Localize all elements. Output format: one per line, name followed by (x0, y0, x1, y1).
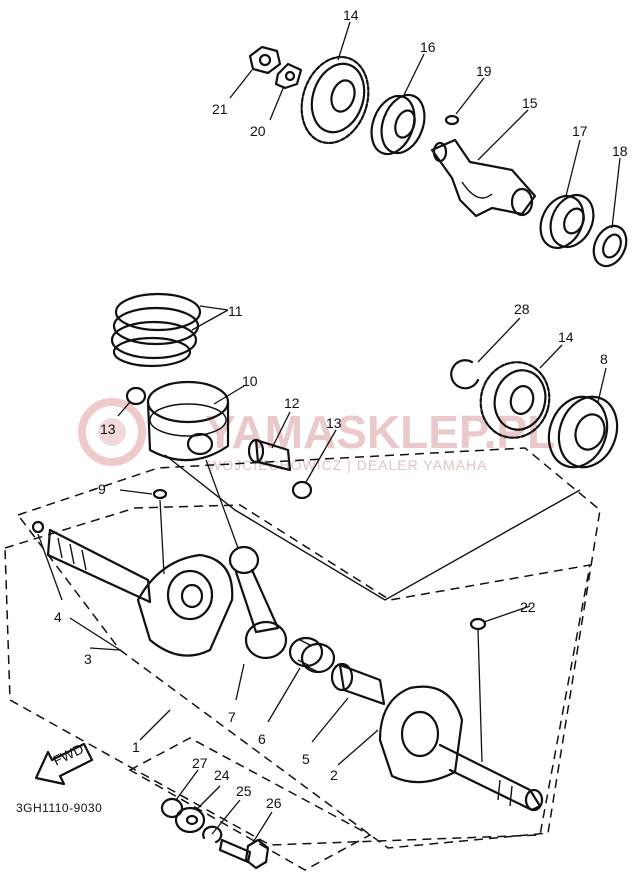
lock-washer-21 (274, 62, 303, 90)
crank-assembly-outline (16, 447, 601, 849)
washer-27 (160, 797, 184, 819)
part-label-9: 9 (98, 481, 106, 497)
part-label-22: 21 (212, 101, 228, 117)
spring-washer-25 (202, 825, 223, 844)
part-label-13-left: 13 (100, 421, 116, 437)
key-23 (469, 617, 487, 631)
part-label-28: 28 (514, 301, 530, 317)
key-9 (152, 488, 168, 500)
bearing-8 (547, 395, 619, 469)
part-label-23: 22 (520, 599, 536, 615)
part-label-16: 15 (522, 95, 538, 111)
part-label-4: 4 (54, 609, 62, 625)
fwd-arrow-icon: FWD (34, 740, 94, 786)
crankshaft-right-2 (378, 685, 544, 812)
balancer-group-outline (164, 454, 581, 601)
oil-seal-19 (592, 224, 628, 268)
watermark-logo (78, 398, 146, 466)
part-label-1: 1 (132, 739, 140, 755)
fwd-label: FWD (50, 740, 86, 768)
part-label-27: 27 (192, 755, 208, 771)
gear-15 (300, 55, 370, 145)
leader-lines (37, 21, 621, 845)
bolt-26 (218, 838, 270, 870)
nut-22 (248, 45, 282, 75)
part-label-25: 25 (236, 783, 252, 799)
crankshaft-left-3 (46, 528, 234, 657)
part-label-10: 10 (242, 373, 258, 389)
needle-bearing-6 (288, 636, 336, 674)
part-label-5: 5 (302, 751, 310, 767)
circlip-28 (450, 359, 480, 390)
part-label-14-visible: 14 (558, 329, 574, 345)
watermark-dealer: WOJCIECHOWICZ | DEALER YAMAHA (208, 457, 487, 473)
crankshaft-group-outline (4, 504, 591, 846)
washer-24 (174, 806, 206, 834)
bearing-18 (539, 194, 595, 249)
crank-pin-5 (330, 662, 386, 706)
drawing-code: 3GH1110-9030 (16, 801, 102, 815)
part-label-12: 12 (284, 395, 300, 411)
bolt-group-outline (128, 737, 372, 871)
piston-clip-13-right (291, 480, 313, 500)
part-label-17: 16 (420, 39, 436, 55)
piston-clip-13-left (125, 386, 147, 406)
part-label-21: 20 (250, 123, 266, 139)
piston-pin-12 (247, 438, 292, 472)
part-label-20: 19 (476, 63, 492, 79)
key-20 (444, 114, 460, 126)
part-label-26: 26 (266, 795, 282, 811)
part-label-18: 17 (572, 123, 588, 139)
part-label-6: 6 (258, 731, 266, 747)
part-label-3: 3 (84, 651, 92, 667)
part-label-8: 8 (600, 351, 608, 367)
part-labels: 14 16 19 15 17 18 21 20 11 10 13 12 13 2… (54, 7, 628, 811)
part-label-15: 14 (343, 7, 359, 23)
part-label-13-right: 13 (326, 415, 342, 431)
part-label-11: 11 (228, 303, 243, 319)
plug-4 (31, 520, 45, 534)
piston-rings-11 (110, 292, 202, 368)
part-label-24: 24 (214, 767, 230, 783)
part-label-2: 2 (330, 767, 338, 783)
part-label-7: 7 (228, 709, 236, 725)
gear-14 (479, 361, 551, 439)
balancer-shaft-16 (430, 138, 537, 218)
part-label-19: 18 (612, 143, 628, 159)
bearing-17 (370, 93, 426, 156)
connecting-rod-7 (228, 545, 288, 660)
piston-10 (146, 380, 230, 462)
